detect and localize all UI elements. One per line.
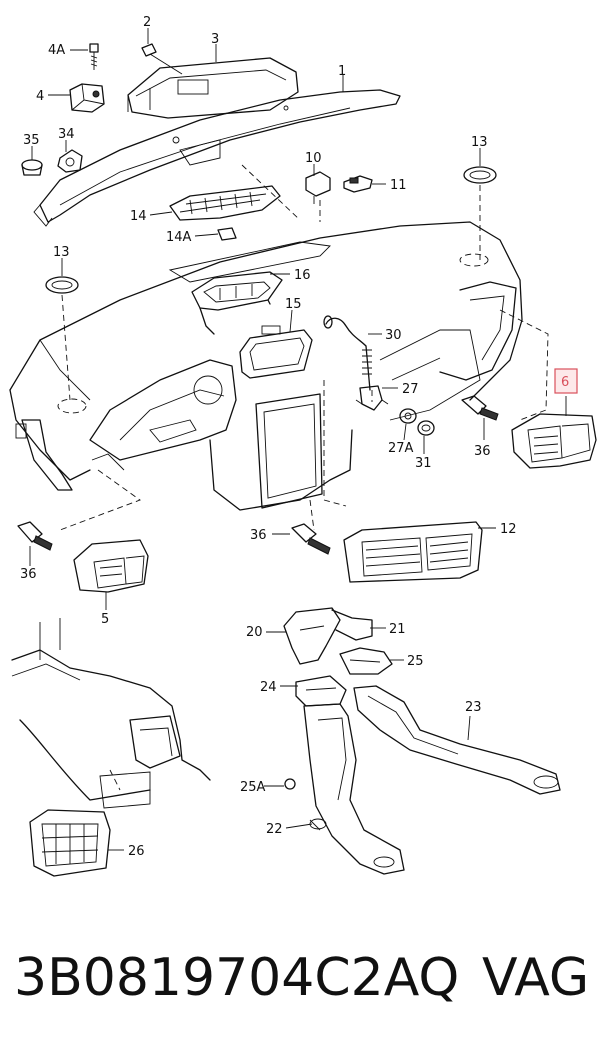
label-36-right: 36 bbox=[474, 444, 491, 459]
label-16: 16 bbox=[294, 268, 311, 283]
label-11: 11 bbox=[390, 178, 407, 193]
label-5: 5 bbox=[101, 612, 109, 627]
label-12: 12 bbox=[500, 522, 517, 537]
highlight-box-part-6 bbox=[554, 368, 578, 394]
label-26: 26 bbox=[128, 844, 145, 859]
label-6: 6 bbox=[561, 375, 569, 390]
cap-part-35 bbox=[21, 159, 43, 176]
label-34: 34 bbox=[58, 127, 75, 142]
label-25a: 25A bbox=[240, 780, 266, 795]
cable-part-30 bbox=[323, 315, 372, 391]
bracket-part-10 bbox=[305, 171, 331, 204]
grille-part-14 bbox=[169, 185, 281, 221]
screw-part-2 bbox=[141, 43, 183, 75]
side-vent-part-5 bbox=[73, 539, 149, 593]
label-4: 4 bbox=[36, 89, 44, 104]
grommet-part-13-right bbox=[463, 166, 497, 184]
part-labels: 2 3 1 4A 4 34 35 10 11 13 14 14A 13 16 1… bbox=[20, 15, 569, 859]
sensor-part-36-centre bbox=[291, 523, 331, 555]
label-10: 10 bbox=[305, 151, 322, 166]
label-22: 22 bbox=[266, 822, 283, 837]
label-23: 23 bbox=[465, 700, 482, 715]
label-27: 27 bbox=[402, 382, 419, 397]
grommet-part-13-left bbox=[45, 276, 79, 294]
label-2: 2 bbox=[143, 15, 151, 30]
sensor-part-36-right bbox=[461, 395, 499, 421]
brand-name: VAG bbox=[482, 948, 590, 1008]
label-13-left: 13 bbox=[53, 245, 70, 260]
label-35: 35 bbox=[23, 133, 40, 148]
label-21: 21 bbox=[389, 622, 406, 637]
duct-part-23 bbox=[353, 685, 561, 795]
label-27a: 27A bbox=[388, 441, 414, 456]
label-36-left: 36 bbox=[20, 567, 37, 582]
label-20: 20 bbox=[246, 625, 263, 640]
assembly-lines bbox=[57, 164, 549, 791]
duct-part-22 bbox=[303, 703, 405, 875]
vent-part-16 bbox=[191, 271, 283, 335]
clip-part-4 bbox=[69, 83, 105, 113]
clip-part-14a bbox=[217, 227, 237, 241]
label-3: 3 bbox=[211, 32, 219, 47]
label-31: 31 bbox=[415, 456, 432, 471]
dashboard-body bbox=[9, 221, 523, 511]
bezel-part-15 bbox=[239, 325, 313, 379]
label-24: 24 bbox=[260, 680, 277, 695]
label-14a: 14A bbox=[166, 230, 192, 245]
screw-part-4a bbox=[89, 43, 99, 70]
duct-part-24 bbox=[295, 675, 347, 707]
label-36-centre: 36 bbox=[250, 528, 267, 543]
clip-part-11 bbox=[343, 175, 373, 193]
label-25: 25 bbox=[407, 654, 424, 669]
clip-part-25a bbox=[284, 778, 296, 790]
label-15: 15 bbox=[285, 297, 302, 312]
label-1: 1 bbox=[338, 64, 346, 79]
label-14: 14 bbox=[130, 209, 147, 224]
nut-part-34 bbox=[57, 149, 83, 173]
nut-part-31 bbox=[417, 420, 435, 436]
label-30: 30 bbox=[385, 328, 402, 343]
cross-member-part-1 bbox=[33, 89, 401, 227]
grille-part-26 bbox=[29, 809, 111, 877]
part-number: 3B0819704C2AQ bbox=[14, 948, 460, 1008]
label-4a: 4A bbox=[48, 43, 65, 58]
car-rear-view bbox=[11, 618, 211, 809]
label-13-right: 13 bbox=[471, 135, 488, 150]
duct-part-25 bbox=[339, 647, 393, 675]
bracket-part-3 bbox=[127, 57, 299, 119]
washer-part-27a bbox=[399, 408, 417, 424]
centre-vent-part-12 bbox=[343, 521, 483, 583]
sensor-part-36-left bbox=[17, 521, 53, 551]
duct-part-20 bbox=[283, 607, 341, 665]
leader-lines bbox=[29, 28, 567, 851]
parts-diagram: 2 3 1 4A 4 34 35 10 11 13 14 14A 13 16 1… bbox=[9, 15, 597, 877]
bracket-part-27 bbox=[355, 385, 389, 411]
side-vent-part-6 bbox=[511, 413, 597, 469]
